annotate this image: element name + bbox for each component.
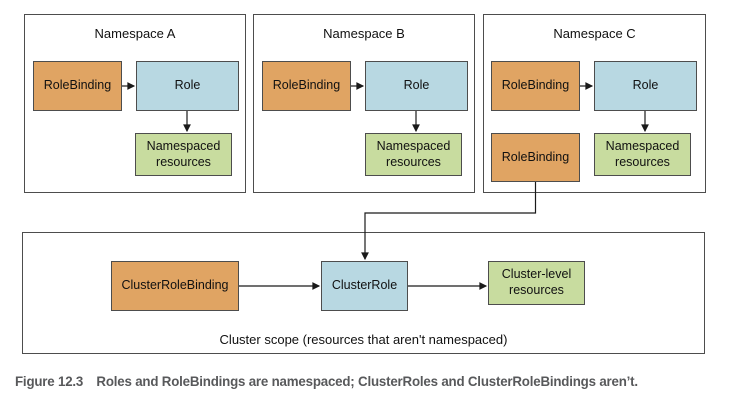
cluster-scope-box xyxy=(22,232,705,354)
cluster-scope-label: Cluster scope (resources that aren't nam… xyxy=(219,332,508,347)
rolebinding-box-b: RoleBinding xyxy=(262,61,351,111)
figure-number: Figure 12.3 xyxy=(15,373,84,389)
figure-caption: Figure 12.3 Roles and RoleBindings are na… xyxy=(15,373,690,389)
cluster-resources-stack: Cluster-level resources xyxy=(488,261,585,305)
rolebinding-box-c: RoleBinding xyxy=(491,61,580,111)
namespaced-resources-stack-b: Namespaced resources xyxy=(365,133,462,176)
namespace-c-panel xyxy=(483,14,706,193)
namespaced-resources-stack-a: Namespaced resources xyxy=(135,133,232,176)
role-box-c: Role xyxy=(594,61,697,111)
figure-caption-text: Roles and RoleBindings are namespaced; C… xyxy=(96,373,638,389)
namespace-a-panel xyxy=(24,14,246,193)
namespace-b-title: Namespace B xyxy=(323,26,405,41)
rolebinding-box-a: RoleBinding xyxy=(33,61,122,111)
rolebinding2-box-c: RoleBinding xyxy=(491,133,580,182)
clusterrolebinding-box: ClusterRoleBinding xyxy=(111,261,239,311)
namespace-a-title: Namespace A xyxy=(94,26,176,41)
namespaced-resources-stack-c: Namespaced resources xyxy=(594,133,691,176)
namespace-b-panel xyxy=(253,14,475,193)
role-box-b: Role xyxy=(365,61,468,111)
namespace-c-title: Namespace C xyxy=(553,26,636,41)
role-box-a: Role xyxy=(136,61,239,111)
clusterrole-box: ClusterRole xyxy=(321,261,408,311)
